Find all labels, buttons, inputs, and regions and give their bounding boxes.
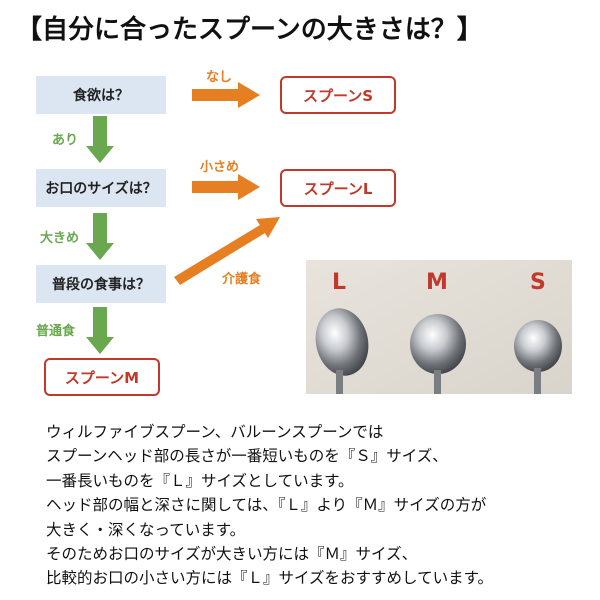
spoon-illustration xyxy=(306,260,572,394)
description-line: 比較的お口の小さい方には『Ｌ』サイズをおすすめしています。 xyxy=(46,569,494,588)
question-mouth-size: お口のサイズは？ xyxy=(36,169,166,207)
spoon-s xyxy=(514,320,562,394)
size-label-s: S xyxy=(530,270,546,295)
result-spoon-m: スプーンM xyxy=(44,358,160,396)
label-care-food: 介護食 xyxy=(222,272,262,287)
label-yes: あり xyxy=(52,133,79,148)
arrow-right-1 xyxy=(192,82,260,108)
description-line: ヘッド部の幅と深さに関しては、『Ｌ』より『Ｍ』サイズの方が xyxy=(46,496,487,515)
arrow-diagonal xyxy=(174,217,280,285)
arrow-down-2 xyxy=(86,213,114,260)
label-normal-food: 普通食 xyxy=(36,324,76,339)
description-line: そのためお口のサイズが大きい方には『Ｍ』サイズ、 xyxy=(46,545,418,564)
question-meal: 普段の食事は？ xyxy=(36,265,166,303)
label-small: 小さめ xyxy=(200,160,240,175)
description-line: 一番長いものを『Ｌ』サイズとしています。 xyxy=(46,471,354,490)
spoon-photo: L M S xyxy=(306,260,572,394)
question-appetite: 食欲は？ xyxy=(36,76,166,114)
page-title: 【自分に合ったスプーンの大きさは？】 xyxy=(16,15,483,45)
spoon-m xyxy=(410,314,466,394)
description: ウィルファイブスプーン、バルーンスプーンでは スプーンヘッド部の長さが一番短いも… xyxy=(46,420,586,591)
description-line: スプーンヘッド部の長さが一番短いものを『Ｓ』サイズ、 xyxy=(46,447,448,466)
size-label-m: M xyxy=(426,270,448,295)
description-line: 大きく・深くなっています。 xyxy=(46,520,246,539)
label-large: 大きめ xyxy=(40,231,80,246)
result-spoon-s: スプーンS xyxy=(280,76,396,114)
arrow-down-3 xyxy=(86,307,114,354)
description-line: ウィルファイブスプーン、バルーンスプーンでは xyxy=(46,423,384,441)
arrow-down-1 xyxy=(86,116,114,163)
flow-arrows xyxy=(86,82,280,354)
result-spoon-l: スプーンL xyxy=(280,169,396,207)
size-label-l: L xyxy=(332,270,347,295)
label-none: なし xyxy=(206,70,233,85)
spoon-l xyxy=(315,308,369,394)
arrow-right-2 xyxy=(192,174,260,200)
